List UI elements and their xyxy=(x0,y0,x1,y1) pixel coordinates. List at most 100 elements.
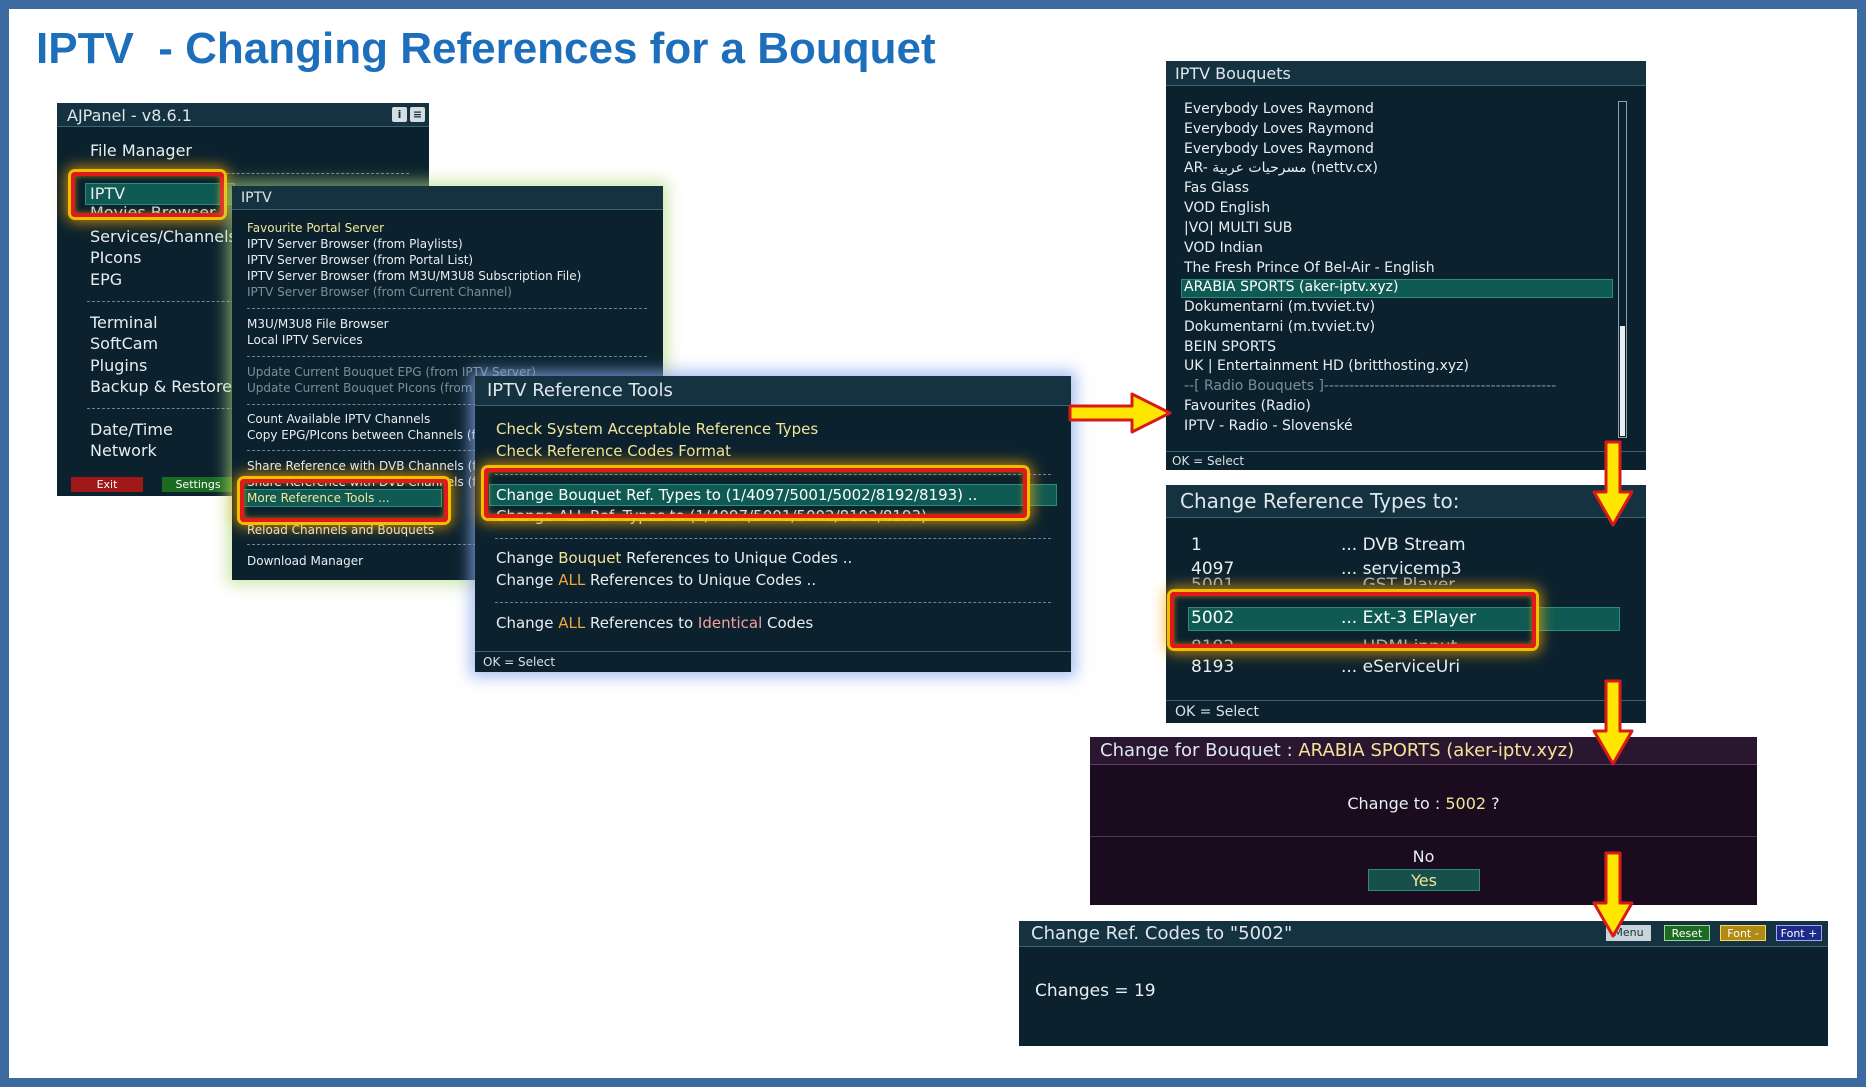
menu-icon[interactable]: ≡ xyxy=(410,107,425,122)
bouquet-item[interactable]: The Fresh Prince Of Bel-Air - English xyxy=(1184,260,1435,276)
bouquets-title: IPTV Bouquets xyxy=(1175,64,1291,83)
iptv-item-local-services[interactable]: Local IPTV Services xyxy=(247,333,363,347)
highlight-more-reference-tools xyxy=(240,479,448,522)
iptv-item-server-portal[interactable]: IPTV Server Browser (from Portal List) xyxy=(247,253,474,267)
result-changes: Changes = 19 xyxy=(1035,981,1156,1001)
change-bouquet-unique-post: References to Unique Codes .. xyxy=(621,549,853,567)
font-plus-button[interactable]: Font + xyxy=(1776,925,1822,941)
ref-type-desc: ... GST Player xyxy=(1341,575,1456,585)
ref-type-desc: ... HDMI input xyxy=(1341,637,1458,647)
ajpanel-item-backup-restore[interactable]: Backup & Restore xyxy=(90,377,233,396)
iptv-item-copy-epg-picons[interactable]: Copy EPG/PIcons between Channels (from S… xyxy=(247,428,531,442)
bouquet-item[interactable]: VOD Indian xyxy=(1184,240,1263,256)
change-bouquet-unique-codes[interactable]: Change Bouquet References to Unique Code… xyxy=(496,549,852,567)
change-all-identical-codes[interactable]: Change ALL References to Identical Codes xyxy=(496,614,813,632)
check-acceptable-types[interactable]: Check System Acceptable Reference Types xyxy=(496,420,819,438)
ref-tools-window: IPTV Reference Tools Check System Accept… xyxy=(475,376,1071,672)
iptv-item-count-channels[interactable]: Count Available IPTV Channels xyxy=(247,412,431,426)
iptv-item-server-playlists[interactable]: IPTV Server Browser (from Playlists) xyxy=(247,237,463,251)
bouquet-item[interactable]: Everybody Loves Raymond xyxy=(1184,101,1374,117)
font-minus-button[interactable]: Font - xyxy=(1720,925,1766,941)
ajpanel-item-epg[interactable]: EPG xyxy=(90,270,123,289)
bouquet-item[interactable]: BEIN SPORTS xyxy=(1184,339,1276,355)
bouquet-item[interactable]: Dokumentarni (m.tvviet.tv) xyxy=(1184,319,1376,335)
change-all-unique-post: References to Unique Codes .. xyxy=(585,571,817,589)
bouquet-item[interactable]: |VO| MULTI SUB xyxy=(1184,220,1293,236)
iptv-menu-divider xyxy=(247,450,647,451)
bouquet-item[interactable]: AR- مسرحيات عربية (nettv.cx) xyxy=(1184,160,1378,176)
bouquet-item-selected[interactable]: ARABIA SPORTS (aker-iptv.xyz) xyxy=(1184,279,1399,295)
ajpanel-item-terminal[interactable]: Terminal xyxy=(90,313,158,332)
bouquets-scrollbar-thumb[interactable] xyxy=(1620,326,1625,436)
iptv-item-server-m3u[interactable]: IPTV Server Browser (from M3U/M3U8 Subsc… xyxy=(247,269,582,283)
iptv-menu-divider xyxy=(247,404,647,405)
identical-mid: References to xyxy=(585,614,698,632)
ajpanel-item-movies-browser[interactable]: Movies Browser xyxy=(90,203,216,222)
settings-button[interactable]: Settings xyxy=(162,477,234,492)
ref-tools-divider xyxy=(495,538,1051,539)
ajpanel-item-services[interactable]: Services/Channels xyxy=(90,227,237,246)
iptv-item-m3u-browser[interactable]: M3U/M3U8 File Browser xyxy=(247,317,389,331)
bouquet-item[interactable]: IPTV - Radio - Slovenské xyxy=(1184,418,1353,434)
iptv-item-server-current: IPTV Server Browser (from Current Channe… xyxy=(247,285,512,299)
bouquet-item[interactable]: Dokumentarni (m.tvviet.tv) xyxy=(1184,299,1376,315)
iptv-item-update-picons: Update Current Bouquet PIcons (from IPTV… xyxy=(247,381,551,395)
bouquet-item[interactable]: Favourites (Radio) xyxy=(1184,398,1311,414)
ref-type-code[interactable]: 5001 xyxy=(1191,575,1235,585)
iptv-menu-title-bar: IPTV xyxy=(232,186,663,210)
bouquet-item[interactable]: Everybody Loves Raymond xyxy=(1184,141,1374,157)
iptv-menu-divider xyxy=(247,356,647,357)
arrow-right-icon xyxy=(1068,392,1172,434)
ajpanel-item-picons[interactable]: PIcons xyxy=(90,248,142,267)
ref-type-code[interactable]: 4097 xyxy=(1191,559,1235,579)
change-bouquet-unique-hl: Bouquet xyxy=(558,549,622,567)
ref-tools-footer-hint: OK = Select xyxy=(483,655,556,669)
check-reference-format[interactable]: Check Reference Codes Format xyxy=(496,442,732,460)
ajpanel-item-plugins[interactable]: Plugins xyxy=(90,356,148,375)
slide-title: IPTV - Changing References for a Bouquet xyxy=(36,24,936,73)
ref-type-code-selected[interactable]: 5002 xyxy=(1191,608,1235,628)
result-title-bar: Change Ref. Codes to "5002" Menu Reset F… xyxy=(1019,921,1828,947)
confirm-no-button[interactable]: No xyxy=(1412,847,1435,866)
confirm-question: Change to : 5002 ? xyxy=(1090,794,1757,813)
confirm-title-bouquet: ARABIA SPORTS (aker-iptv.xyz) xyxy=(1298,740,1575,761)
bouquet-item[interactable]: UK | Entertainment HD (britthosting.xyz) xyxy=(1184,358,1469,374)
bouquets-selection xyxy=(1181,279,1613,298)
ref-types-window: Change Reference Types to: 1 ... DVB Str… xyxy=(1166,485,1646,723)
ref-tools-divider xyxy=(495,474,1051,475)
bouquet-item[interactable]: VOD English xyxy=(1184,200,1271,216)
reset-button[interactable]: Reset xyxy=(1664,925,1710,941)
bouquet-item[interactable]: Fas Glass xyxy=(1184,180,1249,196)
ajpanel-title-bar: AJPanel - v8.6.1 i ≡ xyxy=(57,103,429,127)
confirm-divider xyxy=(1090,836,1757,837)
iptv-item-reload-channels[interactable]: Reload Channels and Bouquets xyxy=(247,523,435,537)
bouquet-radio-separator: --[ Radio Bouquets ]--------------------… xyxy=(1184,378,1557,394)
ref-tools-selection xyxy=(489,484,1057,506)
ref-type-code[interactable]: 8193 xyxy=(1191,657,1235,677)
iptv-item-favourite-portal[interactable]: Favourite Portal Server xyxy=(247,221,385,235)
ajpanel-item-iptv[interactable]: IPTV xyxy=(90,184,126,203)
bouquets-scrollbar[interactable] xyxy=(1618,101,1627,438)
ajpanel-item-network[interactable]: Network xyxy=(90,441,157,460)
change-all-unique-pre: Change xyxy=(496,571,559,589)
confirm-yes-button[interactable]: Yes xyxy=(1368,869,1480,891)
change-all-unique-codes[interactable]: Change ALL References to Unique Codes .. xyxy=(496,571,816,589)
confirm-title: Change for Bouquet : ARABIA SPORTS (aker… xyxy=(1100,740,1574,761)
ref-type-code[interactable]: 8192 xyxy=(1191,637,1235,647)
identical-hl: ALL xyxy=(558,614,586,632)
exit-button[interactable]: Exit xyxy=(71,477,143,492)
confirm-question-post: ? xyxy=(1486,794,1500,813)
info-icon[interactable]: i xyxy=(392,107,407,122)
iptv-menu-title: IPTV xyxy=(241,190,272,206)
ref-type-code[interactable]: 1 xyxy=(1191,535,1202,555)
ajpanel-item-softcam[interactable]: SoftCam xyxy=(90,334,159,353)
iptv-item-more-reference-tools[interactable]: More Reference Tools ... xyxy=(247,491,390,505)
iptv-item-download-manager[interactable]: Download Manager xyxy=(247,554,364,568)
result-title: Change Ref. Codes to "5002" xyxy=(1031,923,1293,944)
confirm-question-pre: Change to : xyxy=(1347,794,1446,813)
ajpanel-item-date-time[interactable]: Date/Time xyxy=(90,420,173,439)
arrow-down-icon xyxy=(1592,851,1634,938)
bouquet-item[interactable]: Everybody Loves Raymond xyxy=(1184,121,1374,137)
ajpanel-item-file-manager[interactable]: File Manager xyxy=(90,141,192,160)
change-bouquet-ref-types[interactable]: Change Bouquet Ref. Types to (1/4097/500… xyxy=(496,486,978,504)
